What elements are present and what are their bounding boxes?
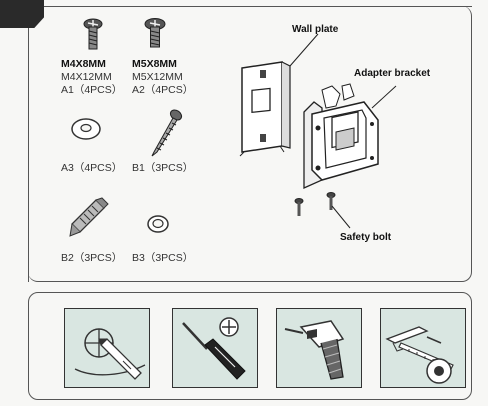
part-b3-qty: B3（3PCS） [132, 252, 194, 264]
tools-panel [28, 292, 472, 400]
screw-a2-icon [144, 18, 166, 48]
tool-tile-drill [276, 308, 362, 388]
wall-anchor-b2-icon [69, 197, 109, 237]
part-a2-qty: A2（4PCS） [132, 84, 194, 96]
parts-panel-top-border [44, 6, 472, 7]
part-a1-size2: M4X12MM [61, 71, 112, 83]
tool-tile-tape-measure [380, 308, 466, 388]
parts-panel [28, 6, 472, 282]
part-b2-qty: B2（3PCS） [61, 252, 123, 264]
safety-bolt-right-icon [326, 192, 336, 210]
tool-tile-screwdriver [172, 308, 258, 388]
part-a3-qty: A3（4PCS） [61, 162, 123, 174]
drill-icon [284, 320, 345, 380]
screwdriver-icon [182, 317, 246, 380]
callout-wall-plate: Wall plate [292, 24, 339, 35]
part-a1-size1: M4X8MM [61, 58, 106, 70]
tape-measure-icon [385, 326, 454, 384]
tool-tile-pencil [64, 308, 150, 388]
part-b1-qty: B1（3PCS） [132, 162, 194, 174]
pencil-mark-icon [74, 328, 146, 380]
safety-bolt-left-icon [294, 198, 304, 216]
callout-safety-bolt: Safety bolt [340, 232, 392, 243]
part-a1-qty: A1（4PCS） [61, 84, 123, 96]
callout-adapter-bracket: Adapter bracket [354, 68, 431, 79]
parts-panel-left-border [28, 28, 29, 282]
part-a2-size2: M5X12MM [132, 71, 183, 83]
washer-b3-icon [147, 215, 169, 233]
part-a2-size1: M5X8MM [132, 58, 177, 70]
adapter-bracket-icon [303, 83, 379, 190]
wall-plate-icon [239, 61, 291, 157]
wood-screw-b1-icon [151, 109, 183, 157]
screw-a1-icon [83, 18, 103, 50]
washer-a3-icon [71, 118, 101, 140]
